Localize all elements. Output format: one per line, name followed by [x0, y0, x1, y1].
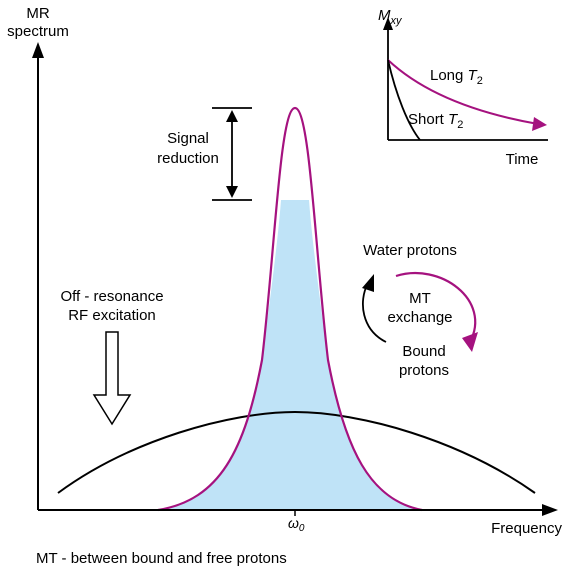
omega-subscript: 0: [299, 523, 305, 534]
inset-y-axis-label: Mxy: [378, 7, 403, 27]
y-axis-label-line2: spectrum: [7, 23, 69, 40]
x-axis-label: Frequency: [491, 520, 562, 537]
off-resonance-label-line1: Off - resonance: [60, 288, 163, 305]
y-axis-label-line1: MR: [26, 5, 49, 22]
x-axis-arrowhead: [542, 504, 558, 516]
long-t2-arrowhead: [532, 117, 547, 131]
exchange-arrow-bound-to-water: [361, 282, 387, 343]
mt-exchange-label-line2: exchange: [387, 309, 452, 326]
figure-caption: MT - between bound and free protons: [36, 550, 287, 567]
inset-x-axis-label: Time: [506, 151, 539, 168]
signal-reduction-label-line1: Signal: [167, 130, 209, 147]
exchange-arrow-water-to-bound: [395, 271, 477, 343]
y-axis-arrowhead: [32, 42, 44, 58]
rf-excitation-hollow-arrow: [92, 331, 132, 426]
bound-protons-label-line1: Bound: [402, 343, 445, 360]
narrow-water-proton-peak: [157, 106, 423, 512]
bound-protons-label-line2: protons: [399, 362, 449, 379]
exchange-arrow-bound-to-water-head: [362, 274, 374, 292]
mt-exchange-label-line1: MT: [409, 290, 431, 307]
long-t2-decay-curve: [387, 59, 539, 125]
signal-reduction-up-arrowhead: [226, 110, 238, 122]
signal-reduction-down-arrowhead: [226, 186, 238, 198]
long-t2-label: Long T2: [430, 67, 483, 87]
short-t2-decay-curve: [387, 59, 421, 141]
water-protons-label: Water protons: [363, 242, 457, 259]
center-frequency-label: ω0: [288, 515, 305, 534]
omega-symbol: ω: [288, 515, 299, 531]
exchange-arrow-water-to-bound-head: [462, 332, 478, 352]
broad-bound-proton-curve: [57, 410, 536, 494]
short-t2-label: Short T2: [408, 111, 463, 131]
saturated-water-peak-fill: [158, 200, 422, 510]
signal-reduction-label-line2: reduction: [157, 150, 219, 167]
inset-y-axis-arrowhead: [383, 17, 393, 30]
off-resonance-label-line2: RF excitation: [68, 307, 156, 324]
